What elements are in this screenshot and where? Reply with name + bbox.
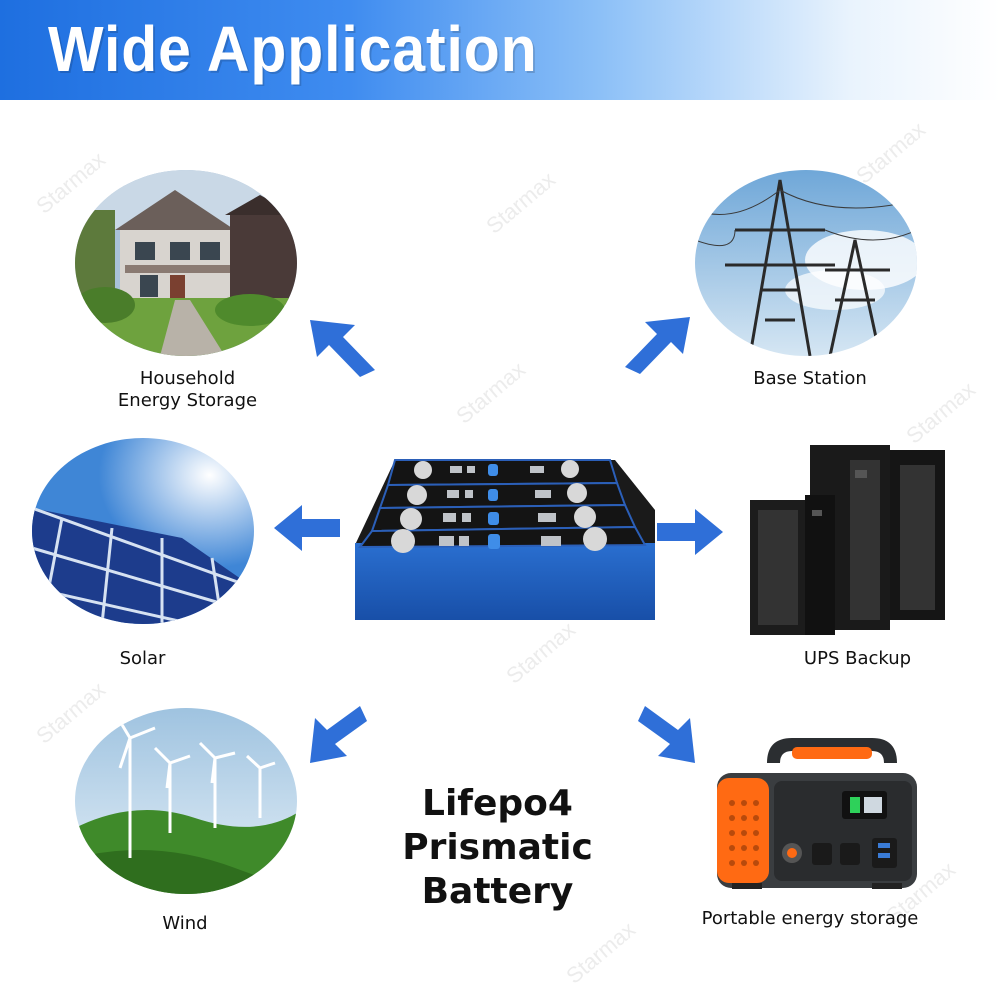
ups-label: UPS Backup — [803, 648, 912, 669]
portable-power-station-photo-icon — [717, 738, 917, 889]
ups-cabinet-photo-icon — [750, 445, 945, 635]
household-label: Household Energy Storage — [100, 368, 275, 412]
base-station-label: Base Station — [753, 368, 867, 389]
watermark: Starmax — [451, 356, 531, 429]
household-label-line1: Household — [139, 368, 236, 389]
solar-label: Solar — [119, 648, 166, 669]
household-label-line2: Energy Storage — [117, 390, 258, 411]
solar-image — [32, 438, 254, 624]
product-title-line2: Battery — [421, 871, 574, 912]
arrow-to-ups-icon — [657, 509, 723, 555]
watermark: Starmax — [481, 166, 561, 239]
watermark: Starmax — [901, 376, 981, 449]
arrow-to-base-station-icon — [625, 317, 690, 374]
watermark: Starmax — [561, 916, 641, 989]
prismatic-battery-icon — [355, 459, 655, 620]
arrow-to-wind-icon — [310, 706, 367, 763]
watermark: Starmax — [851, 116, 931, 189]
power-tower-photo-icon — [695, 170, 917, 356]
arrow-to-household-icon — [310, 320, 375, 377]
product-title: Lifepo4 Prismatic Battery — [330, 782, 665, 914]
page-title: Wide Application — [48, 13, 538, 85]
portable-label: Portable energy storage — [701, 908, 919, 929]
ups-image — [750, 440, 950, 635]
battery-pack-image — [355, 455, 655, 630]
watermark: Starmax — [31, 676, 111, 749]
house-photo-icon — [75, 170, 297, 356]
wind-image — [75, 708, 297, 894]
wind-label: Wind — [162, 913, 208, 934]
portable-image — [712, 733, 917, 891]
base-station-image — [695, 170, 917, 356]
arrow-to-solar-icon — [274, 505, 340, 551]
solar-panel-photo-icon — [32, 438, 254, 624]
header-banner: Wide Application — [0, 0, 1000, 100]
product-title-line1: Lifepo4 Prismatic — [402, 783, 593, 868]
arrow-to-portable-icon — [638, 706, 695, 763]
household-image — [75, 170, 297, 356]
wind-turbine-photo-icon — [75, 708, 297, 894]
